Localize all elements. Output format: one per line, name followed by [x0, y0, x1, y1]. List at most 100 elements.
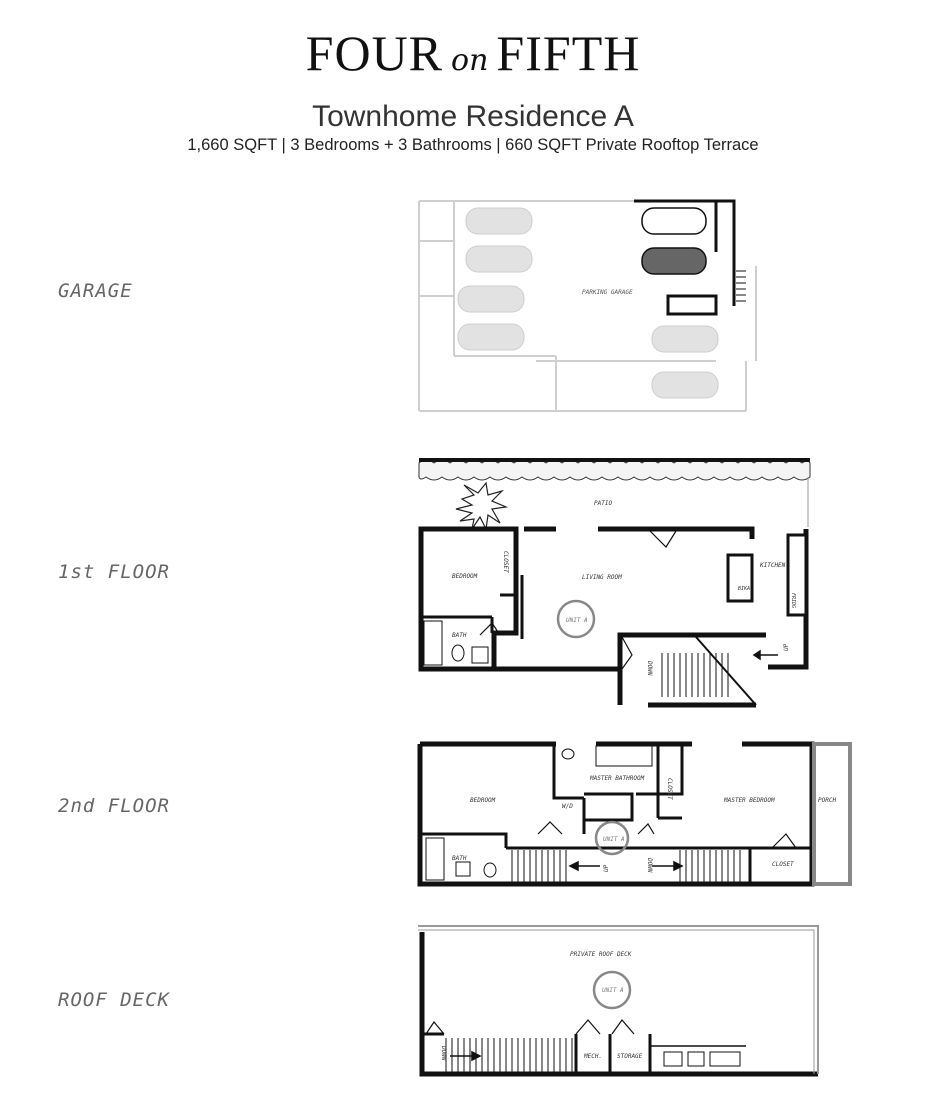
- faded-car: [465, 245, 533, 273]
- room-label-closet-vertical: CLOSET: [666, 778, 673, 800]
- garage-inner-wall: [453, 201, 557, 411]
- roof-stair-treads: [445, 1038, 573, 1072]
- down-arrow-icon: [652, 860, 684, 872]
- room-label-mech: MECH.: [583, 1053, 602, 1060]
- shower-icon: [423, 620, 443, 666]
- kitchen-counter: [786, 533, 808, 617]
- stair-label-down: DOWN: [440, 1045, 447, 1061]
- room-label-wd: W/D: [562, 803, 573, 810]
- door-swing: [425, 1020, 445, 1035]
- room-label-storage: STORAGE: [617, 1053, 643, 1060]
- garage-plan: PARKING GARAGE: [418, 199, 757, 412]
- garage-outer-wall: [418, 200, 757, 412]
- exterior-wall-bottom: [494, 632, 648, 672]
- room-label-master-bathroom: MASTER BATHROOM: [589, 775, 645, 782]
- master-bath-walls: [552, 744, 684, 834]
- room-label-bedroom: BEDROOM: [470, 797, 496, 804]
- room-label-closet: CLOSET: [772, 861, 794, 868]
- stair-label-down: DOWN: [646, 857, 653, 873]
- shower-icon: [425, 837, 445, 881]
- sink-icon: [455, 861, 471, 877]
- roof-parapet: [418, 925, 819, 1074]
- sink-icon: [471, 646, 489, 664]
- faded-car: [651, 371, 719, 399]
- door-swing: [537, 821, 563, 835]
- stair-rail: [695, 636, 757, 706]
- level-label-roof-deck: ROOF DECK: [58, 989, 170, 1011]
- room-label-bath: BATH: [452, 855, 467, 862]
- room-label-unit: UNIT A: [602, 987, 624, 994]
- unit-car: [641, 207, 707, 235]
- porch-outline: [812, 742, 852, 886]
- shower-walls: [584, 792, 634, 822]
- second-floor-plan: BEDROOM MASTER BATHROOM CLOSET MASTER BE…: [417, 741, 852, 887]
- hedge: [418, 459, 811, 481]
- residence-details: 1,660 SQFT | 3 Bedrooms + 3 Bathrooms | …: [187, 136, 759, 154]
- unit-car: [641, 247, 707, 275]
- toilet-icon: [483, 862, 497, 878]
- fridge-icon: [687, 1051, 705, 1067]
- grill-icon: [709, 1051, 741, 1067]
- stair-label-up: UP: [603, 864, 610, 872]
- label-fridge: FRIDG: [790, 593, 796, 608]
- sink-icon: [663, 1051, 683, 1067]
- level-label-garage: GARAGE: [58, 280, 133, 302]
- unit-marker-icon: [594, 820, 630, 856]
- stair-label-up: UP: [783, 643, 790, 651]
- toilet-icon: [561, 748, 575, 760]
- toilet-icon: [451, 644, 465, 662]
- garage-storage-walls: [419, 240, 454, 297]
- room-label-kitchen: KITCHEN: [759, 562, 786, 569]
- room-label-private-roof-deck: PRIVATE ROOF DECK: [570, 951, 632, 958]
- room-label-master-bedroom: MASTER BEDROOM: [723, 797, 775, 804]
- door-swing: [771, 833, 797, 849]
- stair-treads: [661, 653, 729, 697]
- door-swing: [637, 823, 655, 835]
- brand-part-four: FOUR: [305, 25, 444, 81]
- door-swing: [611, 1019, 635, 1035]
- room-label-unit: UNIT A: [566, 617, 588, 624]
- door-swing: [575, 1019, 601, 1035]
- room-label-bath: BATH: [452, 632, 467, 639]
- room-label-closet: CLOSET: [502, 551, 509, 573]
- label-bika: BIKA: [738, 586, 750, 592]
- stair-treads-right: [679, 850, 741, 882]
- brand-connector: on: [451, 43, 489, 78]
- up-arrow-icon: [752, 649, 778, 661]
- first-floor-plan: PATIO BEDROOM CLOSET LIVING ROOM KITCHEN…: [418, 458, 811, 708]
- kitchen-island: [726, 553, 754, 603]
- roof-outer-walls: [419, 932, 818, 1077]
- tree-icon: [455, 481, 509, 531]
- roof-core-walls: [422, 1032, 652, 1074]
- exterior-wall-top: [524, 526, 755, 539]
- room-label-unit: UNIT A: [603, 836, 625, 843]
- up-arrow-icon: [568, 860, 600, 872]
- residence-title: Townhome Residence A: [312, 100, 634, 133]
- faded-car: [651, 325, 719, 353]
- unit-marker-icon: [592, 970, 632, 1010]
- down-arrow-icon: [450, 1050, 482, 1062]
- room-label-parking-garage: PARKING GARAGE: [582, 289, 633, 296]
- roof-deck-plan: PRIVATE ROOF DECK UNIT A DOWN MECH. STOR…: [418, 925, 819, 1077]
- stair-treads-left: [511, 850, 567, 882]
- stair-label-down: DOWN: [646, 660, 653, 676]
- room-label-porch: PORCH: [818, 797, 836, 804]
- room-label-patio: PATIO: [594, 500, 612, 507]
- faded-car: [457, 323, 525, 351]
- room-label-bedroom: BEDROOM: [452, 573, 478, 580]
- level-label-second-floor: 2nd FLOOR: [58, 795, 170, 817]
- door-swing: [649, 530, 677, 548]
- stair-hall-walls: [617, 632, 766, 708]
- level-label-first-floor: 1st FLOOR: [58, 561, 170, 583]
- roof-parapet-inner: [418, 929, 815, 1074]
- brand-part-fifth: FIFTH: [496, 25, 641, 81]
- garage-stair-treads: [736, 270, 746, 302]
- room-label-living-room: LIVING ROOM: [582, 574, 622, 581]
- door-swing: [479, 622, 501, 636]
- unit-parking-walls: [634, 199, 736, 316]
- bedroom-closet-walls: [500, 529, 524, 639]
- closet-walls: [656, 744, 682, 820]
- faded-car: [465, 207, 533, 235]
- bath-wall: [421, 615, 494, 633]
